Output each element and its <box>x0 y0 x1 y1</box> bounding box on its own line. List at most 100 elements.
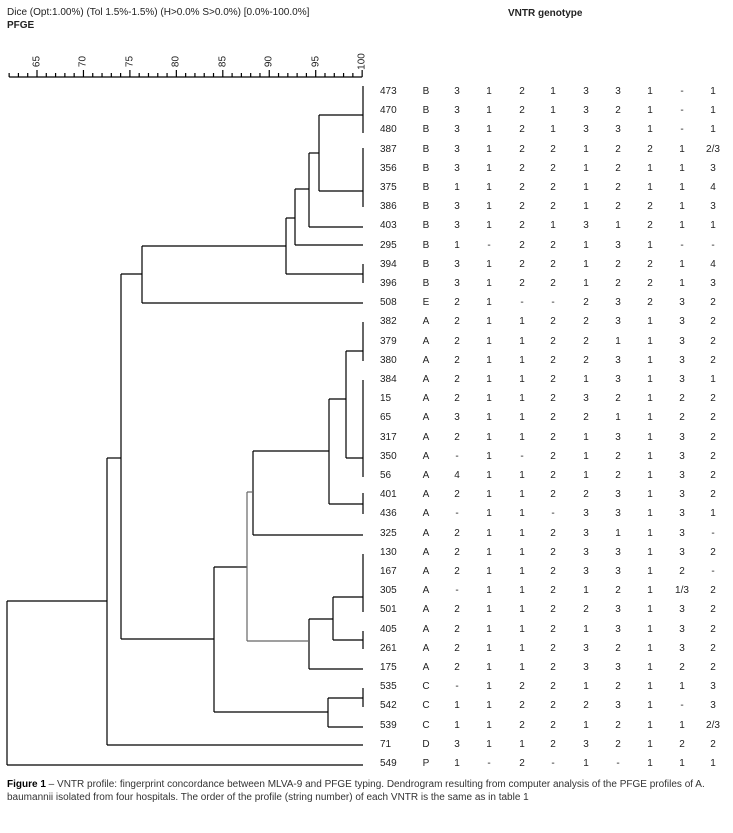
vntr-3: 2 <box>519 700 525 712</box>
pfge-type: A <box>422 354 430 366</box>
vntr-4: 2 <box>550 354 556 366</box>
isolate-id: 384 <box>380 374 397 385</box>
vntr-4: 2 <box>550 374 556 385</box>
vntr-8: 3 <box>679 450 685 462</box>
vntr-6: 3 <box>615 431 621 443</box>
vntr-2: 1 <box>486 316 492 328</box>
isolate-id: 473 <box>380 86 397 97</box>
vntr-5: 3 <box>583 393 589 405</box>
vntr-7: 1 <box>647 546 653 558</box>
vntr-4: 2 <box>550 278 556 289</box>
pfge-type: A <box>422 393 430 405</box>
vntr-5: 3 <box>583 220 589 232</box>
isolate-id: 356 <box>380 162 397 174</box>
pfge-type: A <box>422 642 430 654</box>
vntr-1: 3 <box>454 258 460 270</box>
isolate-id: 542 <box>380 700 397 712</box>
vntr-2: 1 <box>486 566 492 577</box>
vntr-6: 2 <box>615 162 621 174</box>
vntr-8: 1 <box>679 220 685 232</box>
vntr-8: 3 <box>679 623 685 635</box>
vntr-5: 3 <box>583 86 589 97</box>
vntr-2: 1 <box>486 201 492 213</box>
vntr-6: 2 <box>615 450 621 462</box>
vntr-7: 2 <box>647 278 653 289</box>
figure-caption: Figure 1 – VNTR profile: fingerprint con… <box>7 778 729 804</box>
vntr-9: 2 <box>710 623 716 635</box>
vntr-2: 1 <box>486 412 492 424</box>
vntr-3: 2 <box>519 143 525 155</box>
scale-label: 80 <box>170 55 182 68</box>
vntr-4: 2 <box>550 738 556 750</box>
vntr-2: 1 <box>486 719 492 731</box>
pfge-type: A <box>422 470 430 481</box>
vntr-8: 3 <box>679 642 685 654</box>
vntr-9: 3 <box>710 201 716 213</box>
vntr-4: 1 <box>550 86 556 97</box>
vntr-5: 2 <box>583 297 589 309</box>
vntr-3: 2 <box>519 278 525 289</box>
vntr-3: 2 <box>519 220 525 232</box>
vntr-9: - <box>711 527 715 539</box>
vntr-3: 1 <box>519 374 525 385</box>
vntr-2: 1 <box>486 354 492 366</box>
vntr-3: 1 <box>519 738 525 750</box>
vntr-8: 1 <box>679 758 685 769</box>
isolate-id: 350 <box>380 450 397 462</box>
vntr-2: 1 <box>486 681 492 693</box>
pfge-type: A <box>422 662 430 673</box>
pfge-type: B <box>422 162 430 174</box>
vntr-5: 2 <box>583 412 589 424</box>
vntr-8: 1 <box>679 258 685 270</box>
vntr-8: 1 <box>679 278 685 289</box>
vntr-6: 3 <box>615 297 621 309</box>
isolate-id: 394 <box>380 258 397 270</box>
pfge-type: A <box>422 335 430 347</box>
isolate-id: 375 <box>380 182 397 193</box>
vntr-9: 2 <box>710 354 716 366</box>
isolate-id: 380 <box>380 354 397 366</box>
vntr-9: 2/3 <box>706 143 720 155</box>
pfge-type: A <box>422 450 430 462</box>
vntr-5: 2 <box>583 700 589 712</box>
vntr-9: - <box>711 239 715 251</box>
isolate-id: 130 <box>380 546 397 558</box>
vntr-5: 3 <box>583 508 589 520</box>
caption-label: Figure 1 <box>7 779 46 790</box>
vntr-2: - <box>487 239 491 251</box>
vntr-1: 3 <box>454 738 460 750</box>
vntr-4: 2 <box>550 527 556 539</box>
pfge-type: A <box>422 431 430 443</box>
pfge-type: A <box>422 585 430 597</box>
vntr-3: 2 <box>519 758 525 769</box>
vntr-3: 2 <box>519 258 525 270</box>
isolate-id: 15 <box>380 393 392 405</box>
vntr-7: 1 <box>647 124 653 136</box>
isolate-id: 401 <box>380 489 397 501</box>
vntr-7: 1 <box>647 431 653 443</box>
pfge-type: C <box>422 719 430 731</box>
vntr-5: 1 <box>583 201 589 213</box>
vntr-2: 1 <box>486 182 492 193</box>
vntr-8: 2 <box>679 412 685 424</box>
vntr-3: 1 <box>519 470 525 481</box>
vntr-8: - <box>680 124 684 136</box>
vntr-5: 2 <box>583 316 589 328</box>
vntr-6: 3 <box>615 354 621 366</box>
vntr-1: 2 <box>454 354 460 366</box>
vntr-2: 1 <box>486 374 492 385</box>
pfge-type: C <box>422 700 430 712</box>
